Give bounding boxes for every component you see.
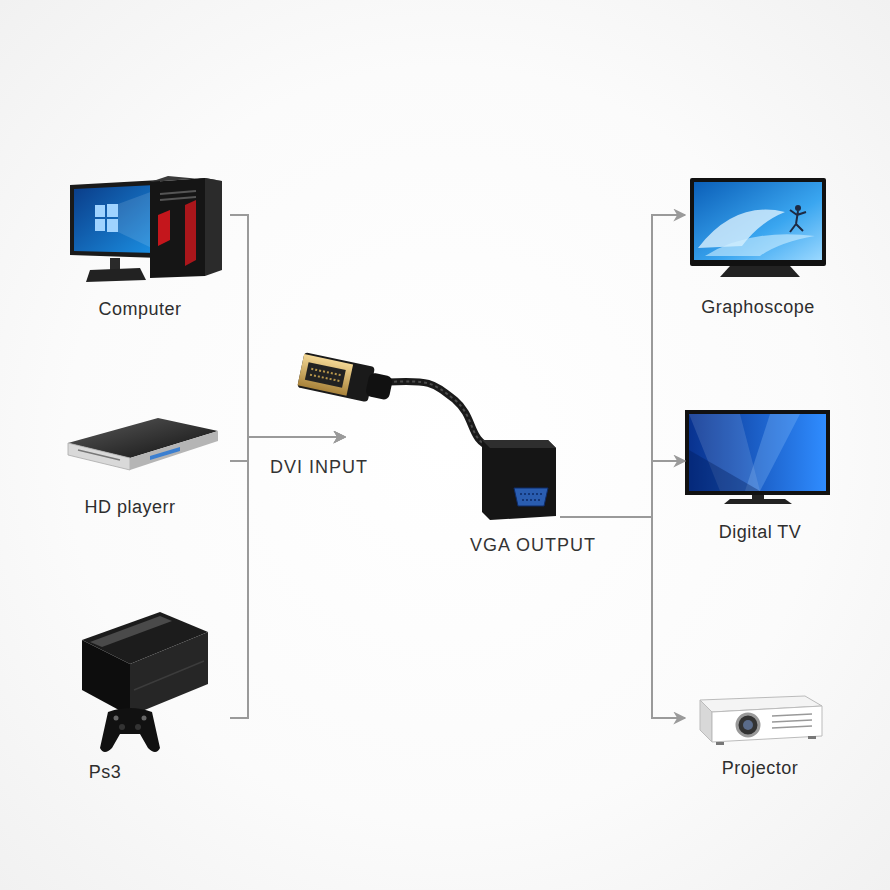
adapter-cable-illustration-part-part bbox=[310, 375, 339, 381]
tv-illustration-part bbox=[689, 450, 760, 491]
ps3-illustration bbox=[82, 612, 208, 752]
computer-illustration-part bbox=[150, 178, 205, 278]
tv-illustration-part bbox=[685, 410, 830, 495]
hd-player-illustration-part bbox=[68, 443, 130, 470]
device-label: Graphoscope bbox=[701, 296, 815, 318]
connector-line bbox=[560, 461, 685, 517]
hd-player-illustration-part bbox=[150, 447, 180, 460]
adapter-cable-illustration-part bbox=[388, 381, 492, 448]
adapter-cable-illustration-part-part bbox=[365, 372, 393, 400]
monitor-illustration-part bbox=[705, 234, 815, 256]
projector-illustration-part bbox=[743, 720, 753, 730]
connector-line bbox=[560, 215, 685, 517]
monitor-illustration-part bbox=[790, 210, 806, 232]
hd-player-illustration bbox=[68, 418, 218, 470]
computer-illustration-part bbox=[107, 204, 118, 217]
computer-illustration-part bbox=[185, 200, 196, 266]
adapter-cable-illustration-part bbox=[514, 488, 548, 506]
computer-illustration-part bbox=[70, 180, 160, 258]
computer-illustration-part bbox=[107, 219, 118, 232]
adapter-box: DVI INPUTVGA OUTPUT bbox=[345, 350, 560, 522]
device-label: Projector bbox=[722, 757, 799, 779]
ps3-illustration-part bbox=[100, 708, 160, 752]
tv-illustration-part bbox=[752, 495, 764, 499]
monitor-illustration-part bbox=[720, 266, 800, 277]
projector-illustration-part bbox=[712, 706, 822, 742]
port-label: VGA OUTPUT bbox=[470, 534, 596, 556]
monitor-illustration-part bbox=[690, 178, 826, 266]
device-box: Projector bbox=[685, 690, 835, 785]
device-box: Digital TV bbox=[685, 405, 835, 545]
computer-illustration-part bbox=[205, 178, 222, 276]
computer-illustration-part bbox=[74, 185, 156, 253]
ps3-illustration-part bbox=[90, 616, 172, 647]
ps3-illustration-part bbox=[119, 724, 125, 730]
projector-illustration-part bbox=[772, 720, 812, 722]
projector-illustration bbox=[700, 696, 822, 745]
device-label: Ps3 bbox=[89, 761, 122, 783]
device-box: Computer bbox=[60, 170, 230, 320]
adapter-cable-illustration-part-part bbox=[297, 352, 375, 402]
projector-illustration-part bbox=[737, 714, 759, 736]
ps3-illustration-part bbox=[142, 716, 147, 721]
adapter-cable-illustration-part bbox=[522, 499, 540, 501]
computer-illustration-part bbox=[160, 191, 196, 194]
hd-player-illustration-part bbox=[78, 450, 120, 460]
adapter-cable-illustration-part bbox=[482, 440, 556, 448]
projector-illustration-part bbox=[716, 742, 724, 745]
computer-illustration bbox=[70, 176, 222, 282]
device-label: Computer bbox=[98, 298, 181, 320]
port-label: DVI INPUT bbox=[270, 456, 368, 478]
monitor-illustration bbox=[690, 178, 826, 277]
projector-illustration-part bbox=[808, 736, 816, 739]
ps3-illustration-part bbox=[82, 640, 130, 716]
projector-illustration-part bbox=[772, 714, 812, 716]
tv-illustration bbox=[685, 410, 830, 504]
computer-illustration-part bbox=[95, 205, 105, 217]
ps3-illustration-part bbox=[114, 716, 119, 721]
computer-illustration-part bbox=[86, 268, 146, 282]
adapter-cable-illustration-part-part bbox=[298, 354, 354, 396]
monitor-illustration-part bbox=[694, 182, 822, 260]
adapter-cable-illustration-part bbox=[388, 381, 492, 448]
tv-illustration-part bbox=[724, 499, 792, 504]
computer-illustration-part bbox=[110, 258, 120, 270]
projector-illustration-part bbox=[772, 726, 812, 728]
tv-illustration-part bbox=[745, 414, 800, 491]
device-box: Graphoscope bbox=[685, 170, 835, 320]
adapter-cable-illustration-part bbox=[520, 493, 542, 495]
device-box: Ps3 bbox=[60, 605, 230, 785]
adapter-cable-illustration-part-part bbox=[311, 369, 340, 375]
device-label: HD playerr bbox=[84, 496, 175, 518]
computer-illustration-part bbox=[95, 219, 105, 231]
computer-illustration-part bbox=[158, 210, 170, 246]
device-box: HD playerr bbox=[60, 410, 230, 520]
ps3-illustration-part bbox=[134, 661, 204, 690]
ps3-illustration-part bbox=[135, 724, 141, 730]
projector-illustration-part bbox=[700, 700, 712, 742]
ps3-illustration-part bbox=[130, 632, 208, 716]
connector-line bbox=[230, 215, 345, 437]
adapter-cable-illustration-part bbox=[482, 440, 556, 520]
tv-illustration-part bbox=[689, 414, 826, 491]
computer-illustration-part bbox=[160, 197, 196, 200]
connector-line bbox=[230, 437, 345, 718]
device-label: Digital TV bbox=[719, 521, 802, 543]
hd-player-illustration-part bbox=[130, 431, 218, 470]
adapter-cable-illustration-part bbox=[297, 352, 394, 406]
adapter-cable-illustration-part-part bbox=[305, 362, 346, 388]
monitor-illustration-part bbox=[795, 205, 801, 211]
